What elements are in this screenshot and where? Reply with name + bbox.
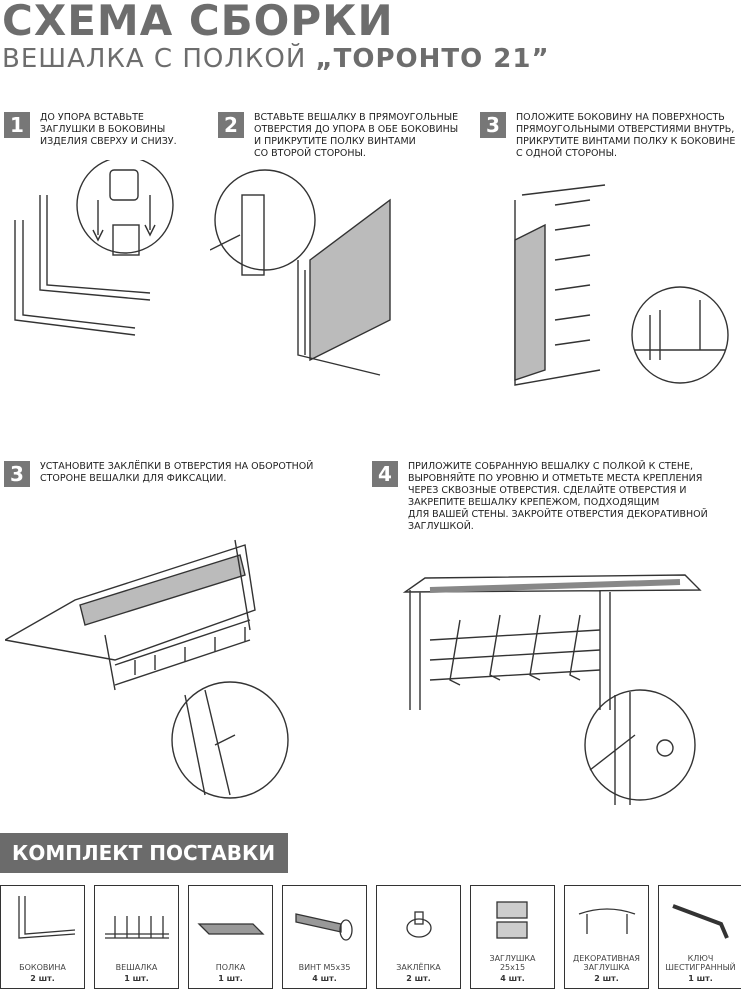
step-2-illustration — [210, 169, 391, 376]
part-qty: 4 шт. — [312, 974, 337, 983]
part-qty: 4 шт. — [500, 974, 525, 983]
step-1: 1 ДО УПОРА ВСТАВЬТЕ ЗАГЛУШКИ В БОКОВИНЫ И… — [4, 112, 177, 148]
parts-list: БОКОВИНА 2 шт. ВЕШАЛКА 1 шт. ПОЛКА 1 шт. ВИ… — [0, 885, 741, 989]
screw-icon — [295, 913, 353, 941]
rivet-icon — [406, 911, 432, 938]
step-4: 4 ПРИЛОЖИТЕ СОБРАННУЮ ВЕШАЛКУ С ПОЛКОЙ К … — [372, 461, 708, 533]
part-item: БОКОВИНА 2 шт. — [0, 885, 85, 989]
part-qty: 1 шт. — [124, 974, 149, 983]
shelf-icon — [197, 923, 265, 935]
step-3: 3 ПОЛОЖИТЕ БОКОВИНУ НА ПОВЕРХНОСТЬ ПРЯМОУ… — [480, 112, 735, 160]
step-number: 4 — [372, 461, 398, 487]
step-number: 2 — [218, 112, 244, 138]
step-text: ДО УПОРА ВСТАВЬТЕ ЗАГЛУШКИ В БОКОВИНЫ ИЗ… — [40, 112, 177, 147]
step-text: ПОЛОЖИТЕ БОКОВИНУ НА ПОВЕРХНОСТЬ ПРЯМОУГ… — [516, 112, 736, 159]
step-2: 2 ВСТАВЬТЕ ВЕШАЛКУ В ПРЯМОУГОЛЬНЫЕ ОТВЕРС… — [218, 112, 458, 160]
part-name: ЗАГЛУШКА 25x15 — [489, 954, 536, 972]
part-name: ЗАКЛЁПКА — [396, 963, 441, 972]
step-4-illustration — [402, 574, 702, 805]
step-text: ПРИЛОЖИТЕ СОБРАННУЮ ВЕШАЛКУ С ПОЛКОЙ К С… — [408, 461, 708, 532]
step-number: 3 — [4, 461, 30, 487]
part-qty: 2 шт. — [406, 974, 431, 983]
step-3-illustration — [514, 184, 729, 386]
hex-key-icon — [672, 904, 729, 939]
part-name: ДЕКОРАТИВНАЯ ЗАГЛУШКА — [573, 954, 640, 972]
part-qty: 2 шт. — [30, 974, 55, 983]
part-item: ЗАГЛУШКА 25x15 4 шт. — [470, 885, 555, 989]
step-3b-illustration — [5, 539, 289, 799]
part-name: ВЕШАЛКА — [115, 963, 158, 972]
part-item: ВИНТ M5x35 4 шт. — [282, 885, 367, 989]
side-panel-icon — [18, 896, 76, 939]
part-name: ВИНТ M5x35 — [298, 963, 351, 972]
part-item: ВЕШАЛКА 1 шт. — [94, 885, 179, 989]
step-text: ВСТАВЬТЕ ВЕШАЛКУ В ПРЯМОУГОЛЬНЫЕ ОТВЕРСТ… — [254, 112, 459, 159]
decorative-cap-icon — [578, 908, 636, 934]
part-item: ЗАКЛЁПКА 2 шт. — [376, 885, 461, 989]
part-item: ПОЛКА 1 шт. — [188, 885, 273, 989]
part-qty: 2 шт. — [594, 974, 619, 983]
step-text: УСТАНОВИТЕ ЗАКЛЁПКИ В ОТВЕРСТИЯ НА ОБОРО… — [40, 461, 314, 484]
step-number: 3 — [480, 112, 506, 138]
part-item: КЛЮЧ ШЕСТИГРАННЫЙ 1 шт. — [658, 885, 741, 989]
kit-banner: КОМПЛЕКТ ПОСТАВКИ — [0, 833, 288, 873]
page-subtitle: ВЕШАЛКА С ПОЛКОЙ „ТОРОНТО 21” — [2, 44, 550, 74]
part-qty: 1 шт. — [218, 974, 243, 983]
part-item: ДЕКОРАТИВНАЯ ЗАГЛУШКА 2 шт. — [564, 885, 649, 989]
part-qty: 1 шт. — [688, 974, 713, 983]
product-name: ВЕШАЛКА С ПОЛКОЙ — [2, 44, 307, 74]
part-name: БОКОВИНА — [19, 963, 66, 972]
step-3b: 3 УСТАНОВИТЕ ЗАКЛЁПКИ В ОТВЕРСТИЯ НА ОБОР… — [4, 461, 313, 487]
model-name: „ТОРОНТО 21” — [315, 44, 550, 74]
step-1-illustration — [14, 160, 174, 336]
hanger-icon — [105, 916, 169, 939]
end-cap-icon — [496, 901, 528, 939]
page-title: СХЕМА СБОРКИ — [2, 0, 394, 45]
step-number: 1 — [4, 112, 30, 138]
part-name: КЛЮЧ ШЕСТИГРАННЫЙ — [665, 954, 736, 972]
part-name: ПОЛКА — [215, 963, 246, 972]
